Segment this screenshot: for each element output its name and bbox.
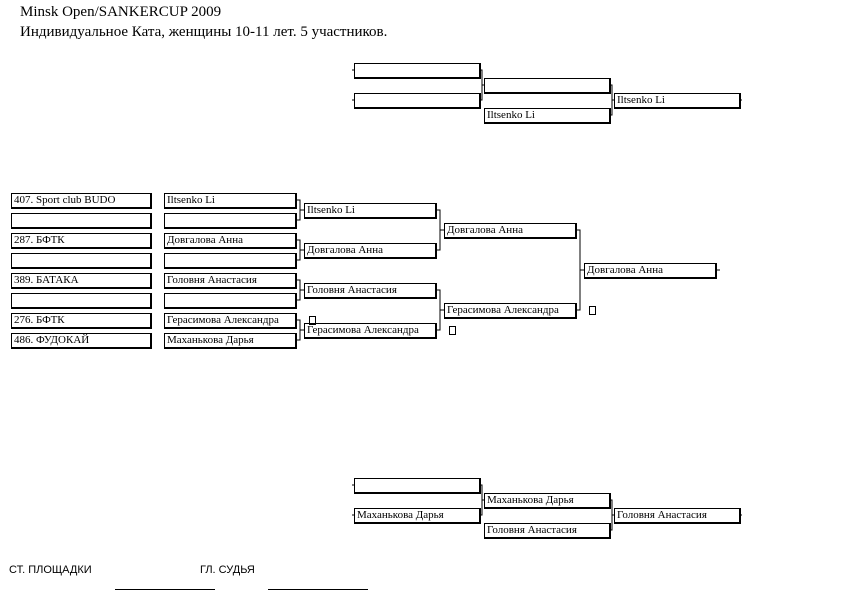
participant-club-6 xyxy=(11,293,152,309)
chief-judge-label: ГЛ. СУДЬЯ xyxy=(200,564,255,576)
semifinal-slot-1: Довгалова Анна xyxy=(444,223,577,239)
participant-club-5: 389. БАТАКА xyxy=(11,273,152,289)
participant-club-4 xyxy=(11,253,152,269)
repechage-top-r1-slot-1 xyxy=(354,63,481,79)
participant-name-6 xyxy=(164,293,297,309)
score-marker xyxy=(449,326,456,335)
score-marker xyxy=(589,306,596,315)
repechage-bottom-r2-slot-2: Головня Анастасия xyxy=(484,523,611,539)
page-title: Minsk Open/SANKERCUP 2009 xyxy=(20,4,222,20)
repechage-top-winner: Iltsenko Li xyxy=(614,93,741,109)
page-subtitle: Индивидуальное Ката, женщины 10-11 лет. … xyxy=(20,24,388,40)
participant-club-8: 486. ФУДОКАЙ xyxy=(11,333,152,349)
participant-name-7: Герасимова Александра xyxy=(164,313,297,329)
repechage-bottom-winner: Головня Анастасия xyxy=(614,508,741,524)
repechage-bottom-r1-slot-1 xyxy=(354,478,481,494)
round2-slot-3: Головня Анастасия xyxy=(304,283,437,299)
repechage-top-r2-slot-2: Iltsenko Li xyxy=(484,108,611,124)
repechage-top-r1-slot-2 xyxy=(354,93,481,109)
round2-slot-1: Iltsenko Li xyxy=(304,203,437,219)
round2-slot-4: Герасимова Александра xyxy=(304,323,437,339)
participant-name-1: Iltsenko Li xyxy=(164,193,297,209)
semifinal-slot-2: Герасимова Александра xyxy=(444,303,577,319)
participant-name-3: Довгалова Анна xyxy=(164,233,297,249)
chief-judge-signature-line xyxy=(268,589,368,590)
round2-slot-2: Довгалова Анна xyxy=(304,243,437,259)
participant-name-5: Головня Анастасия xyxy=(164,273,297,289)
participant-club-7: 276. БФТК xyxy=(11,313,152,329)
participant-name-4 xyxy=(164,253,297,269)
site-chief-label: СТ. ПЛОЩАДКИ xyxy=(9,564,92,576)
final-winner: Довгалова Анна xyxy=(584,263,717,279)
participant-name-2 xyxy=(164,213,297,229)
participant-club-1: 407. Sport club BUDO xyxy=(11,193,152,209)
participant-club-2 xyxy=(11,213,152,229)
participant-club-3: 287. БФТК xyxy=(11,233,152,249)
site-chief-signature-line xyxy=(115,589,215,590)
score-marker xyxy=(309,316,316,325)
repechage-bottom-r1-slot-2: Маханькова Дарья xyxy=(354,508,481,524)
repechage-bottom-r2-slot-1: Маханькова Дарья xyxy=(484,493,611,509)
participant-name-8: Маханькова Дарья xyxy=(164,333,297,349)
repechage-top-r2-slot-1 xyxy=(484,78,611,94)
